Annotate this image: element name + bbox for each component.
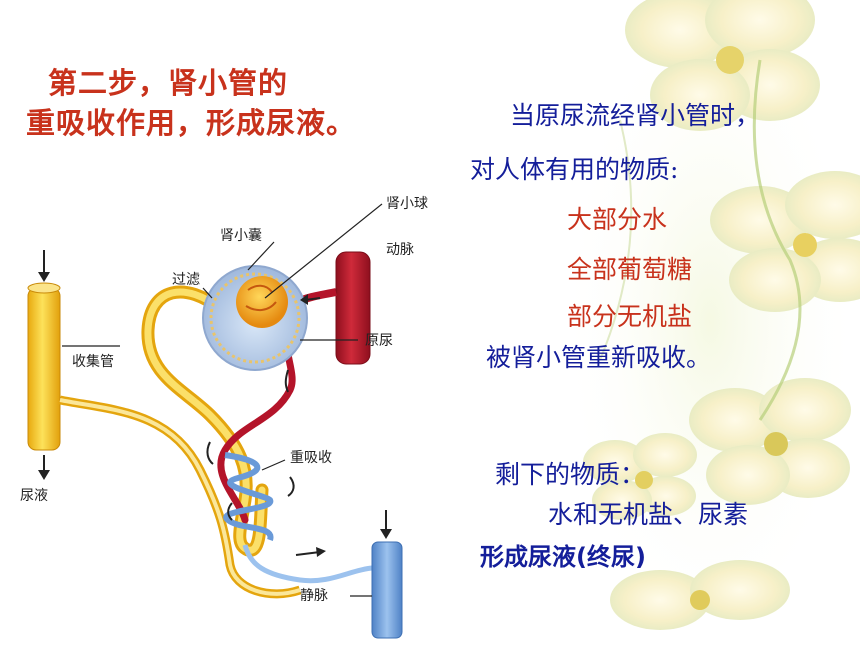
arrow-right-icon bbox=[295, 547, 326, 557]
flower-icon bbox=[610, 560, 790, 630]
flower-icon bbox=[583, 433, 697, 520]
glomerulus bbox=[236, 276, 288, 328]
item-glucose: 全部葡萄糖 bbox=[567, 255, 693, 284]
vein bbox=[371, 541, 403, 639]
label-glomerulus: 肾小球 bbox=[386, 196, 428, 212]
label-urine: 尿液 bbox=[20, 488, 48, 504]
item-salt: 部分无机盐 bbox=[567, 302, 693, 331]
slide-title-line2: 重吸收作用，形成尿液。 bbox=[26, 106, 357, 140]
label-vein: 静脉 bbox=[300, 588, 328, 604]
artery bbox=[296, 251, 371, 365]
arrow-left-icon bbox=[300, 294, 321, 305]
label-reabsorption: 重吸收 bbox=[290, 450, 332, 466]
label-artery: 动脉 bbox=[386, 242, 414, 258]
label-collecting-duct: 收集管 bbox=[72, 353, 114, 370]
arrow-down-icon bbox=[380, 510, 392, 539]
useful-substances-text: 对人体有用的物质: bbox=[470, 155, 679, 184]
label-primary-urine: 原尿 bbox=[365, 333, 393, 349]
reabsorption-arrow-icon bbox=[206, 369, 295, 521]
label-filtration: 过滤 bbox=[172, 272, 200, 288]
label-capsule: 肾小囊 bbox=[220, 227, 262, 244]
reabsorbed-text: 被肾小管重新吸收。 bbox=[486, 343, 712, 372]
collecting-duct bbox=[27, 282, 61, 451]
arrow-down-icon bbox=[38, 250, 50, 282]
flower-icon bbox=[710, 171, 860, 312]
capillary-network bbox=[223, 452, 373, 584]
forms-urine-text: 形成尿液(终尿) bbox=[480, 543, 646, 571]
nephron-diagram: 肾小球 肾小囊 动脉 过滤 收集管 原尿 重吸收 尿液 静脉 bbox=[20, 196, 428, 639]
item-water: 大部分水 bbox=[567, 205, 668, 234]
intro-text: 当原尿流经肾小管时， bbox=[510, 101, 761, 130]
remaining-items-text: 水和无机盐、尿素 bbox=[548, 500, 749, 529]
slide-title-line1: 第二步，肾小管的 bbox=[48, 66, 289, 100]
flower-icon bbox=[625, 0, 820, 131]
remaining-text: 剩下的物质： bbox=[495, 460, 646, 489]
flower-icon bbox=[689, 378, 851, 505]
arrow-down-icon bbox=[38, 455, 50, 480]
